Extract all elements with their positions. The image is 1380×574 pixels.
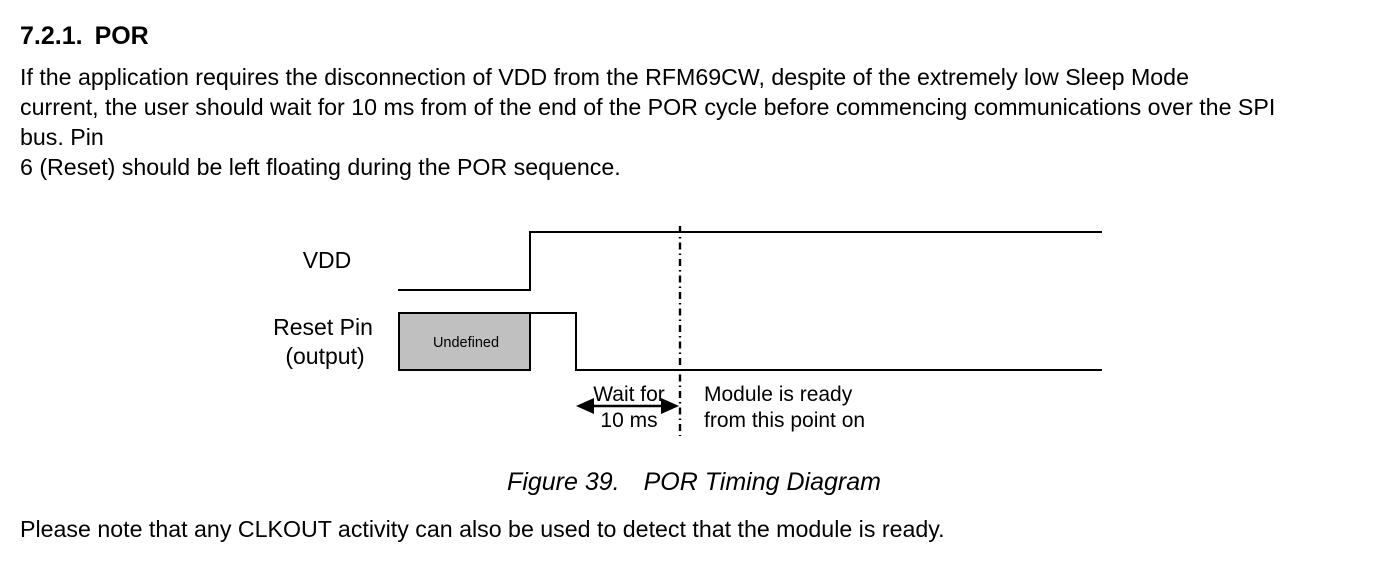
wait-arrow-right-head: [661, 398, 679, 414]
undefined-region: [398, 312, 531, 371]
vdd-label: VDD: [303, 247, 352, 273]
figure-caption: Figure 39. POR Timing Diagram: [0, 468, 1380, 497]
undefined-label: Undefined: [433, 335, 499, 351]
paragraph-line: 6 (Reset) should be left floating during…: [20, 154, 621, 180]
wait-arrow-left-head: [576, 398, 594, 414]
body-paragraph: If the application requires the disconne…: [20, 62, 1365, 182]
paragraph-line: If the application requires the disconne…: [20, 64, 1189, 90]
section-title: POR: [94, 22, 149, 50]
paragraph-line: current, the user should wait for 10 ms …: [20, 94, 1276, 120]
figure-number: Figure 39.: [507, 468, 620, 496]
wait-duration-label: 10 ms: [600, 409, 657, 432]
ready-label: Module is ready: [704, 383, 853, 406]
ready-sublabel: from this point on: [704, 409, 865, 432]
vdd-waveform: [398, 231, 1102, 291]
section-heading: 7.2.1. POR: [20, 22, 149, 51]
reset-pin-label: Reset Pin: [273, 314, 373, 340]
wait-label: Wait for: [593, 383, 665, 406]
paragraph-line: bus. Pin: [20, 124, 104, 150]
note-text: Please note that any CLKOUT activity can…: [20, 516, 945, 542]
reset-waveform: [530, 312, 1102, 371]
section-number: 7.2.1.: [20, 22, 83, 50]
reset-pin-sublabel: (output): [285, 343, 364, 369]
figure-title: POR Timing Diagram: [643, 468, 881, 496]
